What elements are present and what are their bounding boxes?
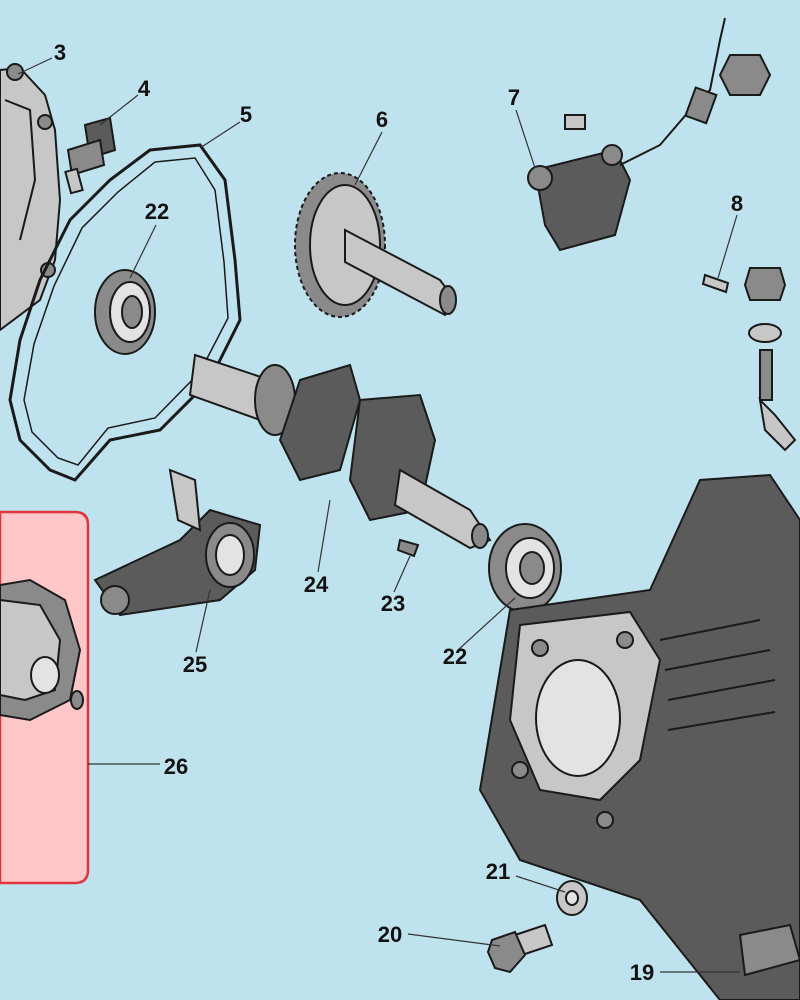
leader-23 xyxy=(393,555,411,593)
callout-19[interactable]: 19 xyxy=(630,960,654,985)
callout-7[interactable]: 7 xyxy=(508,85,520,110)
callout-23[interactable]: 23 xyxy=(381,591,405,616)
leader-4 xyxy=(99,94,139,126)
leader-lines xyxy=(17,57,740,973)
part-21-washer[interactable] xyxy=(556,880,588,916)
part-22-bearing-lower[interactable] xyxy=(488,523,562,613)
callout-20[interactable]: 20 xyxy=(378,922,402,947)
part-20-bolt[interactable] xyxy=(486,923,554,974)
callout-25[interactable]: 25 xyxy=(183,652,207,677)
callout-22-lower[interactable]: 22 xyxy=(443,644,467,669)
callout-26[interactable]: 26 xyxy=(164,754,188,779)
leader-20 xyxy=(407,933,501,947)
leader-22b xyxy=(457,597,516,651)
leader-6 xyxy=(354,131,383,186)
leader-25 xyxy=(195,589,211,653)
leader-24 xyxy=(317,499,331,573)
callout-4[interactable]: 4 xyxy=(138,76,151,101)
callout-22-upper[interactable]: 22 xyxy=(145,199,169,224)
part-6-camshaft[interactable] xyxy=(294,172,457,318)
part-25-connecting-rod[interactable] xyxy=(93,468,262,617)
part-7-bracket-sensor[interactable] xyxy=(527,17,772,252)
callout-5[interactable]: 5 xyxy=(240,102,252,127)
callout-labels: 3 4 5 6 7 8 19 20 21 22 22 23 24 25 26 xyxy=(54,40,743,985)
leader-5 xyxy=(199,121,241,149)
callout-24[interactable]: 24 xyxy=(304,572,329,597)
part-22-bearing-upper[interactable] xyxy=(94,269,156,355)
callout-6[interactable]: 6 xyxy=(376,107,388,132)
leader-3 xyxy=(17,57,53,75)
callout-3[interactable]: 3 xyxy=(54,40,66,65)
leader-22a xyxy=(129,224,157,279)
leader-8 xyxy=(717,214,738,279)
callout-8[interactable]: 8 xyxy=(731,191,743,216)
part-23-key[interactable] xyxy=(396,538,420,558)
part-4-oil-plug[interactable] xyxy=(64,116,117,195)
part-8-hardware[interactable] xyxy=(701,267,797,452)
part-3-crankcase-cover[interactable] xyxy=(0,63,62,332)
callout-21[interactable]: 21 xyxy=(486,859,510,884)
leader-7 xyxy=(515,109,536,169)
part-24-crankshaft[interactable] xyxy=(188,353,492,550)
engine-block xyxy=(478,473,800,1000)
part-26-piston-assembly[interactable] xyxy=(0,510,90,885)
part-5-gasket[interactable] xyxy=(8,143,242,482)
leader-21 xyxy=(515,875,566,893)
